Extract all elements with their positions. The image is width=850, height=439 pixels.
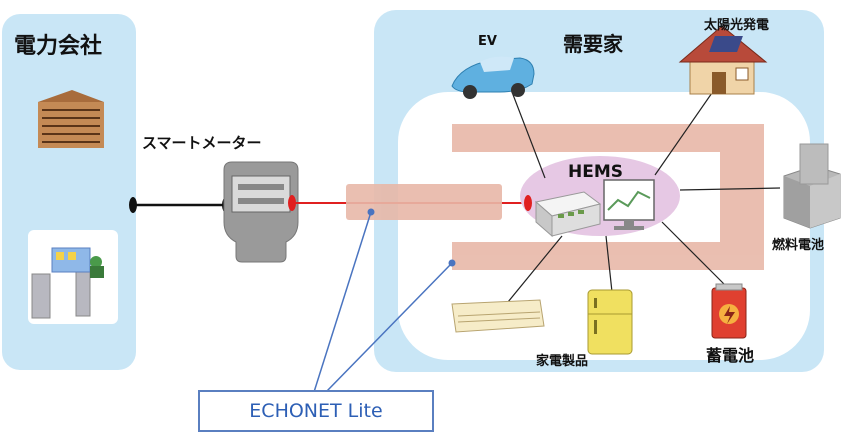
consumer-title: 需要家 xyxy=(563,32,623,56)
refrigerator-icon xyxy=(587,289,633,355)
echonet-lite-lines xyxy=(313,211,453,393)
hems-label: HEMS xyxy=(568,162,624,182)
battery-label: 蓄電池 xyxy=(706,346,755,365)
utility-title: 電力会社 xyxy=(14,34,103,59)
ev-label: EV xyxy=(478,34,497,49)
hems-connection-lines xyxy=(507,89,781,303)
control-room-icon xyxy=(28,230,118,324)
fuel-cell-label: 燃料電池 xyxy=(772,238,825,253)
hems-connector-dot xyxy=(524,195,532,211)
ev-car-icon xyxy=(451,56,535,99)
smart-meter-icon xyxy=(223,161,299,263)
hems-controller-icon xyxy=(534,191,602,238)
solar-house-icon xyxy=(678,25,768,95)
fuel-cell-icon xyxy=(783,143,841,229)
hems-monitor-icon xyxy=(603,179,655,230)
utility-connector-dot xyxy=(129,197,137,213)
appliances-label: 家電製品 xyxy=(536,354,589,369)
echonet-lite-box: ECHONET Lite xyxy=(198,390,434,432)
storage-battery-icon xyxy=(711,283,747,339)
smart-meter-label: スマートメーター xyxy=(142,134,262,152)
office-building-icon xyxy=(38,90,104,148)
echonet-point-pipe-left xyxy=(367,208,375,216)
solar-label: 太陽光発電 xyxy=(704,18,770,33)
echonet-point-pipe-lower xyxy=(448,259,456,267)
meter-right-connector-dot xyxy=(288,195,296,211)
air-conditioner-icon xyxy=(451,299,545,333)
echonet-lite-label: ECHONET Lite xyxy=(249,400,383,422)
